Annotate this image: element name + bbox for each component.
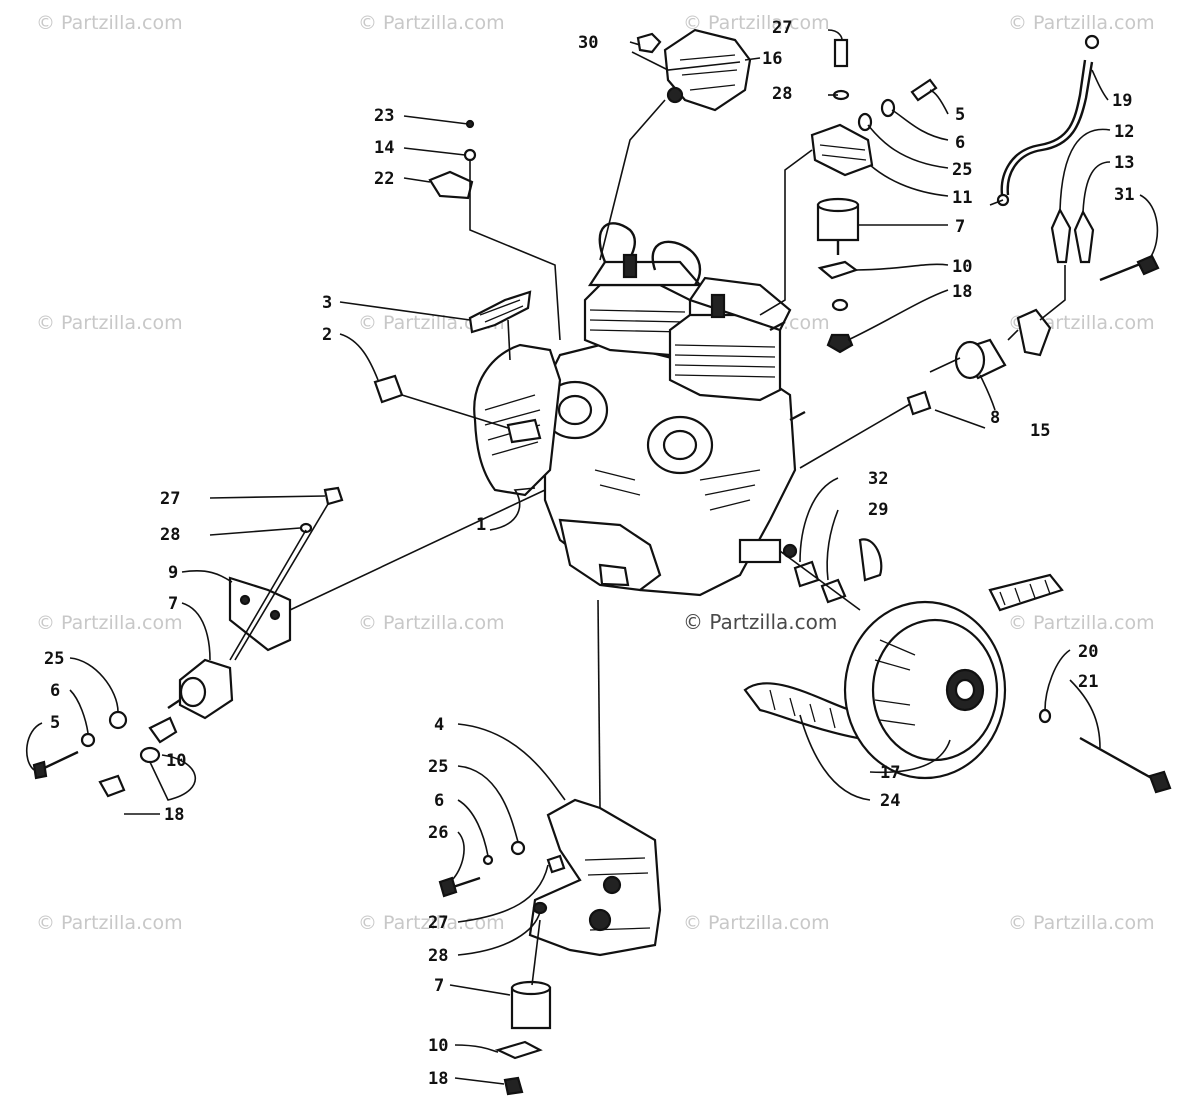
ground-strap-and-clips bbox=[906, 34, 1160, 416]
watermark: © Partzilla.com bbox=[683, 912, 830, 934]
misc-small-parts bbox=[373, 119, 542, 444]
watermark: © Partzilla.com bbox=[358, 312, 505, 334]
callout-28: 28 bbox=[160, 525, 180, 545]
callout-20: 20 bbox=[1078, 642, 1098, 662]
callout-7: 7 bbox=[434, 976, 444, 996]
watermark: © Partzilla.com bbox=[1008, 12, 1155, 34]
callout-11: 11 bbox=[952, 188, 972, 208]
callout-31: 31 bbox=[1114, 185, 1134, 205]
engine-bracket-top bbox=[636, 28, 752, 112]
callout-14: 14 bbox=[374, 138, 394, 158]
callout-23: 23 bbox=[374, 106, 394, 126]
callout-6: 6 bbox=[955, 133, 965, 153]
callout-6: 6 bbox=[50, 681, 60, 701]
callout-21: 21 bbox=[1078, 672, 1098, 692]
watermark: © Partzilla.com bbox=[1008, 612, 1155, 634]
callout-24: 24 bbox=[880, 791, 900, 811]
watermark: © Partzilla.com bbox=[1008, 912, 1155, 934]
callout-28: 28 bbox=[772, 84, 792, 104]
callout-12: 12 bbox=[1114, 122, 1134, 142]
callout-16: 16 bbox=[762, 49, 782, 69]
callout-15: 15 bbox=[1030, 421, 1050, 441]
watermark: © Partzilla.com bbox=[358, 912, 505, 934]
callout-18: 18 bbox=[164, 805, 184, 825]
callout-29: 29 bbox=[868, 500, 888, 520]
callout-25: 25 bbox=[44, 649, 64, 669]
callout-17: 17 bbox=[880, 763, 900, 783]
watermark: © Partzilla.com bbox=[358, 12, 505, 34]
drive-clutch bbox=[743, 538, 1172, 794]
watermark: © Partzilla.com bbox=[36, 312, 183, 334]
callout-7: 7 bbox=[955, 217, 965, 237]
callout-4: 4 bbox=[434, 715, 444, 735]
callout-2: 2 bbox=[322, 325, 332, 345]
watermark: © Partzilla.com bbox=[358, 612, 505, 634]
callout-labels: 30 16 27 28 5 6 25 11 7 10 18 19 12 13 3… bbox=[44, 18, 1134, 1089]
watermark-center: © Partzilla.com bbox=[683, 610, 838, 634]
callout-18: 18 bbox=[428, 1069, 448, 1089]
leader-lines bbox=[26, 29, 1159, 1085]
callout-8: 8 bbox=[990, 408, 1000, 428]
callout-30: 30 bbox=[578, 33, 598, 53]
callout-1: 1 bbox=[476, 515, 486, 535]
callout-10: 10 bbox=[952, 257, 972, 277]
callout-27: 27 bbox=[772, 18, 792, 38]
front-engine-mount bbox=[810, 38, 938, 354]
callout-27: 27 bbox=[428, 913, 448, 933]
callout-18: 18 bbox=[952, 282, 972, 302]
callout-10: 10 bbox=[428, 1036, 448, 1056]
callout-19: 19 bbox=[1112, 91, 1132, 111]
left-engine-mount bbox=[32, 486, 344, 798]
callout-6: 6 bbox=[434, 791, 444, 811]
callout-27: 27 bbox=[160, 489, 180, 509]
callout-9: 9 bbox=[168, 563, 178, 583]
callout-13: 13 bbox=[1114, 153, 1134, 173]
watermark: © Partzilla.com bbox=[36, 12, 183, 34]
callout-25: 25 bbox=[428, 757, 448, 777]
callout-5: 5 bbox=[50, 713, 60, 733]
callout-25: 25 bbox=[952, 160, 972, 180]
callout-7: 7 bbox=[168, 594, 178, 614]
watermark: © Partzilla.com bbox=[683, 12, 830, 34]
callout-22: 22 bbox=[374, 169, 394, 189]
callout-3: 3 bbox=[322, 293, 332, 313]
watermark: © Partzilla.com bbox=[36, 912, 183, 934]
callout-32: 32 bbox=[868, 469, 888, 489]
engine-assembly bbox=[473, 222, 806, 597]
callout-10: 10 bbox=[166, 751, 186, 771]
callout-28: 28 bbox=[428, 946, 448, 966]
callout-5: 5 bbox=[955, 105, 965, 125]
rear-engine-mount bbox=[438, 798, 662, 1096]
callout-26: 26 bbox=[428, 823, 448, 843]
watermark: © Partzilla.com bbox=[36, 612, 183, 634]
